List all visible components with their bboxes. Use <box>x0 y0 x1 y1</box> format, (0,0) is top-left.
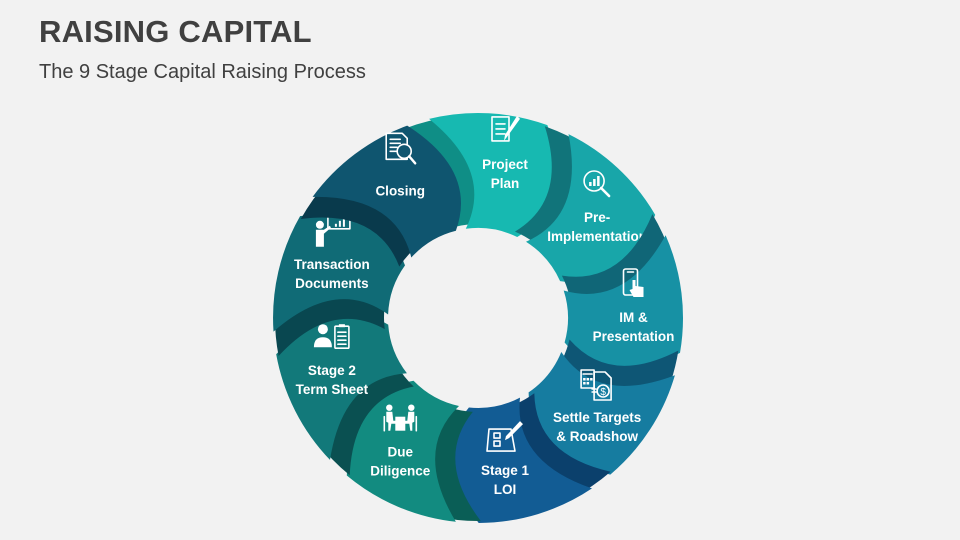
calculator-dollar-icon: $ <box>580 369 612 401</box>
smartphone-touch-icon <box>622 268 644 297</box>
stage-segment-shape <box>276 313 407 460</box>
stage-settle-targets-roadshow: $ Settle Targets & Roadshow <box>528 339 679 475</box>
stage-label-line2: LOI <box>494 482 517 497</box>
stage-label-line1: Stage 1 <box>481 463 530 478</box>
stage-stage-2-term-sheet: Stage 2 Term Sheet <box>276 313 414 476</box>
stage-label-line1: IM & <box>619 310 648 325</box>
person-clipboard-icon <box>313 324 350 350</box>
stage-label-line2: Documents <box>295 276 369 291</box>
stage-label-line2: Presentation <box>593 329 675 344</box>
page-subtitle: The 9 Stage Capital Raising Process <box>39 61 366 83</box>
stage-label-line1: Due <box>388 445 414 460</box>
stage-segment-shape <box>526 134 656 283</box>
stage-label-line1: Stage 2 <box>308 363 356 378</box>
document-pen-icon <box>491 115 520 142</box>
stage-segment-shape <box>528 352 675 475</box>
stage-pre-implementation: Pre- Implementation <box>515 126 656 283</box>
stage-segment-shape <box>429 112 556 237</box>
stage-segment-shape <box>273 214 405 332</box>
stage-label-line1: Pre- <box>584 210 610 225</box>
stage-im-presentation: IM & Presentation <box>561 214 684 370</box>
stage-label-line1: Closing <box>375 183 425 198</box>
stage-label-line2: Plan <box>491 176 520 191</box>
stage-label-line2: Implementation <box>547 229 647 244</box>
meeting-table-icon <box>383 404 418 432</box>
page-title: RAISING CAPITAL <box>39 14 312 49</box>
stage-segment-shape <box>312 125 461 258</box>
svg-text:$: $ <box>600 387 606 398</box>
stage-label-line1: Settle Targets <box>553 410 641 425</box>
checklist-pen-icon <box>486 421 523 452</box>
stage-label-line1: Project <box>482 157 528 172</box>
stage-segment-shape <box>563 235 684 370</box>
stage-closing: Closing <box>300 125 461 267</box>
stage-label-line2: Term Sheet <box>296 382 369 397</box>
stage-label-line2: Diligence <box>370 464 431 479</box>
stage-segment-shape <box>346 380 459 522</box>
stage-segment-shape <box>450 397 592 523</box>
stage-label-line1: Transaction <box>294 257 370 272</box>
magnifier-chart-icon <box>583 170 611 198</box>
stage-stage-1-loi: Stage 1 LOI <box>450 393 611 523</box>
stage-label-line2: & Roadshow <box>556 429 638 444</box>
document-search-icon <box>385 132 417 165</box>
